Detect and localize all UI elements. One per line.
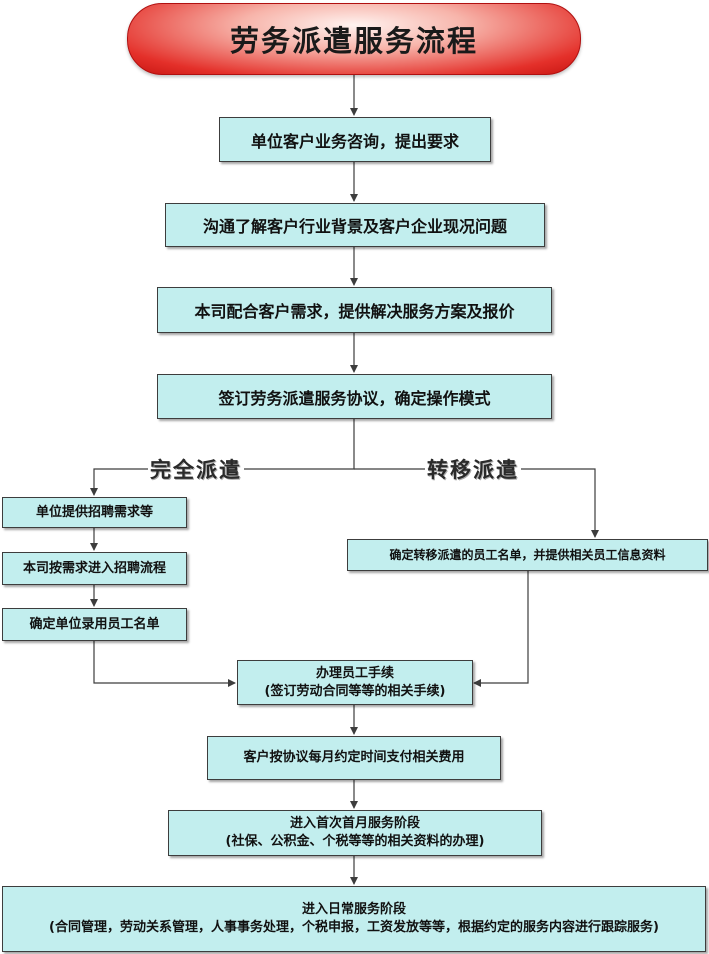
step-procedures-line2: (签订劳动合同等等的相关手续) (264, 683, 446, 699)
step-daily-service-line1: 进入日常服务阶段 (301, 902, 406, 917)
arrow-f3-to-procedures (93, 641, 236, 687)
step-understand: 沟通了解客户行业背景及客户企业现况问题 (165, 203, 545, 247)
step-payment-label: 客户按协议每月约定时间支付相关费用 (243, 750, 465, 765)
step-consult: 单位客户业务咨询，提出要求 (219, 117, 491, 162)
step-recruit-needs: 单位提供招聘需求等 (2, 497, 187, 528)
arrow-transfer-to-procedures (473, 571, 529, 687)
step-hire-list: 确定单位录用员工名单 (2, 608, 187, 641)
step-recruit-needs-label: 单位提供招聘需求等 (35, 504, 153, 520)
step-agreement-label: 签订劳务派遣服务协议，确定操作模式 (218, 388, 491, 408)
branch-full-dispatch: 完全派遣 (148, 454, 244, 484)
step-payment: 客户按协议每月约定时间支付相关费用 (207, 736, 501, 780)
step-first-month-line2: (社保、公积金、个税等等的相关资料的办理) (225, 834, 485, 849)
step-transfer-list: 确定转移派遣的员工名单，并提供相关员工信息资料 (347, 539, 708, 571)
diagram-title: 劳务派遣服务流程 (229, 24, 478, 58)
step-daily-service-line2: (合同管理，劳动关系管理，人事事务处理，个税申报，工资发放等等，根据约定的服务内… (49, 920, 659, 935)
step-daily-service: 进入日常服务阶段 (合同管理，劳动关系管理，人事事务处理，个税申报，工资发放等等… (2, 886, 706, 952)
step-hire-list-label: 确定单位录用员工名单 (29, 616, 160, 632)
step-recruit-process-label: 本司按需求进入招聘流程 (22, 560, 166, 576)
step-solution: 本司配合客户需求，提供解决服务方案及报价 (157, 287, 552, 333)
step-agreement: 签订劳务派遣服务协议，确定操作模式 (157, 374, 552, 419)
branch-transfer-dispatch: 转移派遣 (425, 454, 521, 484)
step-procedures-line1: 办理员工手续 (315, 665, 394, 681)
step-understand-label: 沟通了解客户行业背景及客户企业现况问题 (202, 217, 507, 236)
step-procedures: 办理员工手续 (签订劳动合同等等的相关手续) (237, 660, 473, 705)
step-solution-label: 本司配合客户需求，提供解决服务方案及报价 (194, 302, 515, 321)
step-transfer-list-label: 确定转移派遣的员工名单，并提供相关员工信息资料 (389, 547, 666, 562)
step-recruit-process: 本司按需求进入招聘流程 (2, 552, 187, 585)
title-banner: 劳务派遣服务流程 (127, 3, 581, 75)
step-consult-label: 单位客户业务咨询，提出要求 (250, 131, 459, 151)
step-first-month-line1: 进入首次首月服务阶段 (289, 816, 420, 831)
step-first-month: 进入首次首月服务阶段 (社保、公积金、个税等等的相关资料的办理) (168, 810, 542, 856)
